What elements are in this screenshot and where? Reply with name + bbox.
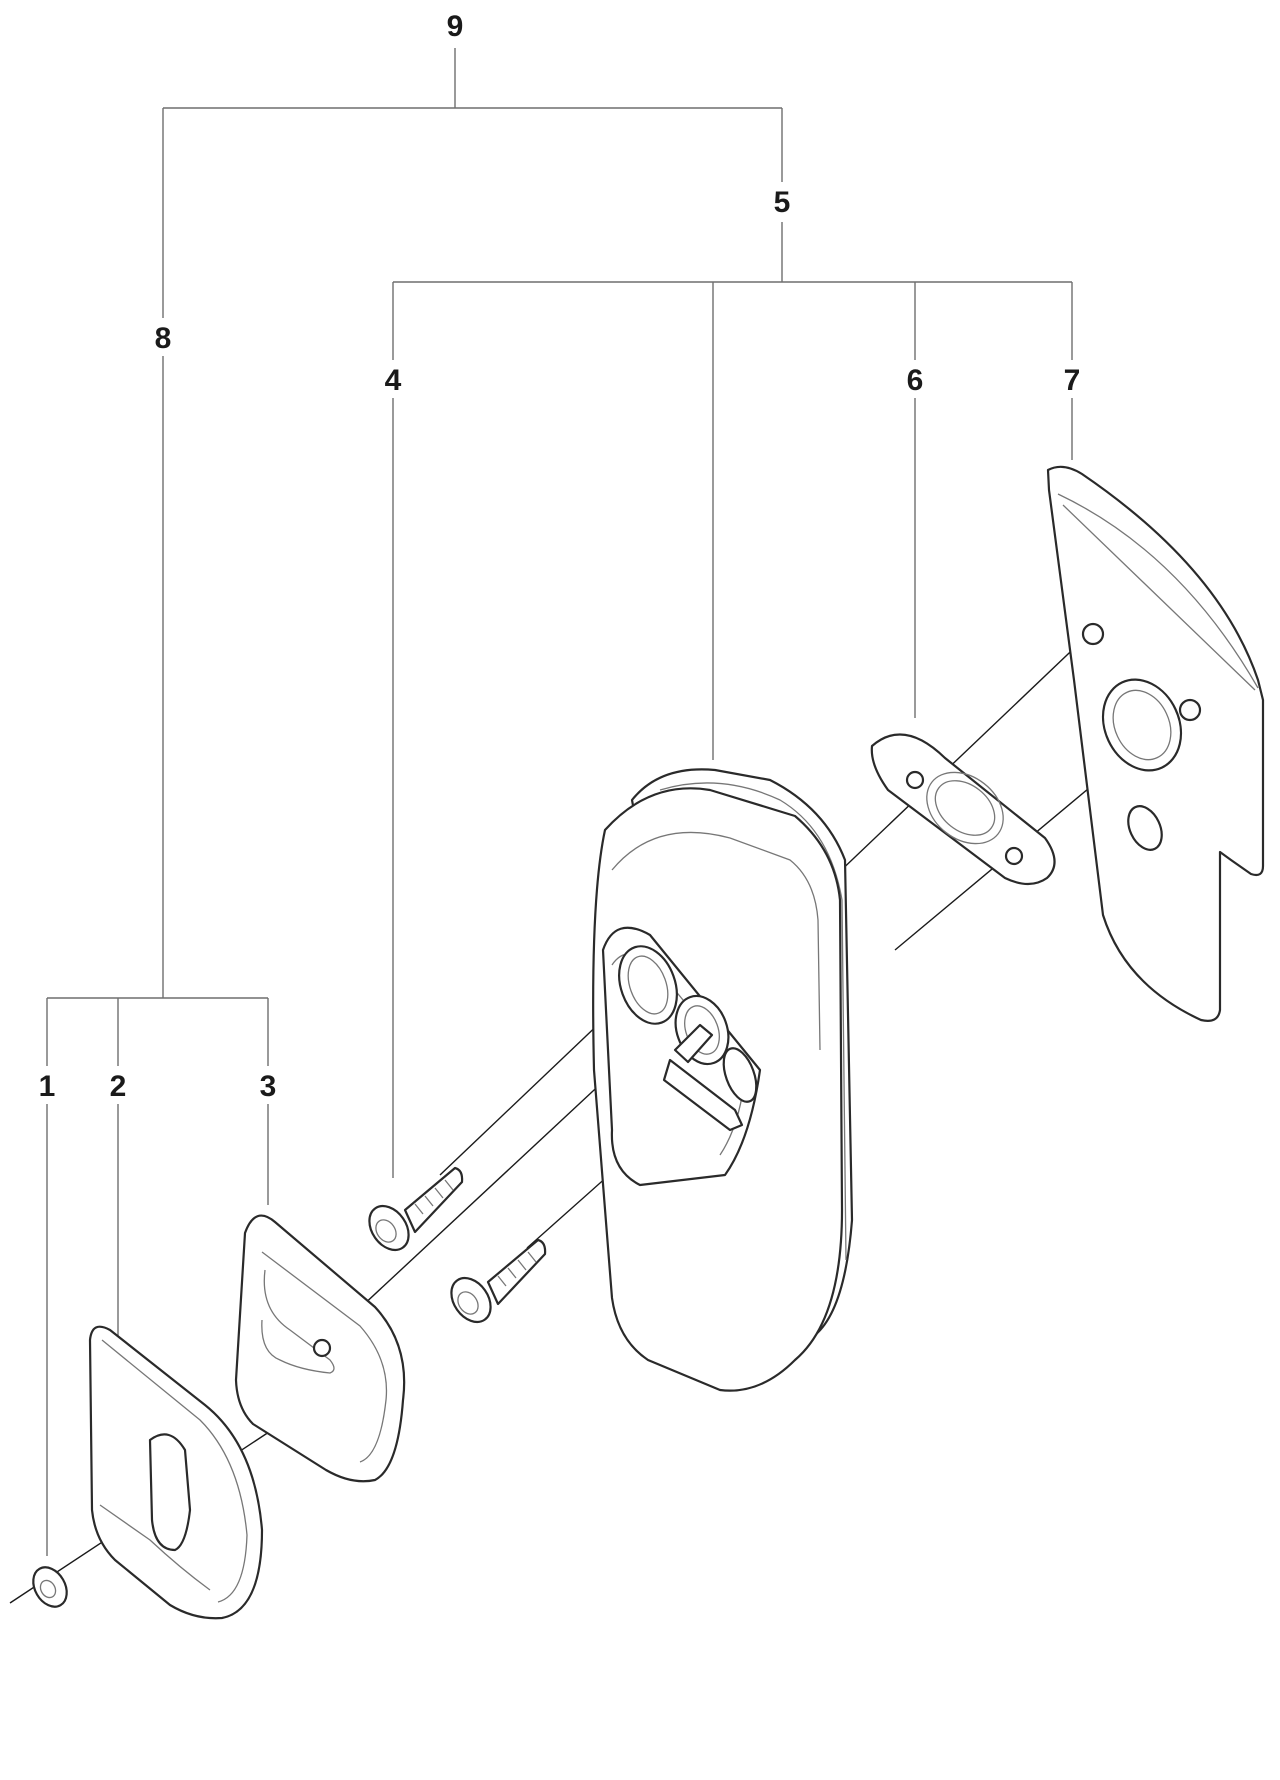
callout-5: 5 [774,186,791,219]
callout-8: 8 [155,322,172,355]
callout-3: 3 [260,1070,277,1103]
callout-2: 2 [110,1070,127,1103]
gasket [870,733,1056,886]
callout-7: 7 [1064,364,1081,397]
screw-upper [368,1166,464,1252]
callout-numbers: 9 5 8 4 6 7 1 2 3 [39,10,1081,1103]
callout-tree [46,48,1073,1556]
callout-6: 6 [907,364,924,397]
screw-lower [450,1238,547,1324]
callout-4: 4 [385,364,402,397]
callout-1: 1 [39,1070,56,1103]
screen-plate [234,1214,406,1483]
callout-9: 9 [447,10,464,43]
muffler-body [592,768,854,1392]
nut [32,1566,68,1608]
deflector-cover [88,1325,264,1620]
heat-shield-plate [1046,465,1265,1022]
